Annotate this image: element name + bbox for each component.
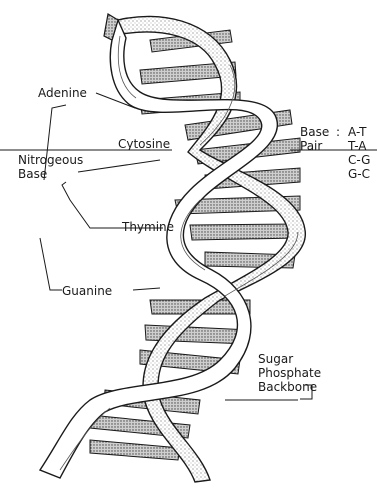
base-pair-ta-label: T-A xyxy=(348,139,367,153)
guanine-label: Guanine xyxy=(62,284,112,298)
backbone-strand-back xyxy=(118,16,305,482)
thymine-label: Thymine xyxy=(122,220,174,234)
adenine-label: Adenine xyxy=(38,86,87,100)
cytosine-label: Cytosine xyxy=(118,137,170,151)
base-pair-cg-label: C-G xyxy=(348,153,370,167)
base-pair-gc-label: G-C xyxy=(348,167,370,181)
base-pair-title-label: Base Pair xyxy=(300,125,329,153)
nitrogeous-base-label: Nitrogeous Base xyxy=(18,153,83,181)
base-pair-colon-label: : xyxy=(336,125,340,139)
sugar-phosphate-backbone-label: Sugar Phosphate Backbone xyxy=(258,352,321,394)
base-pair-at-label: A-T xyxy=(348,125,367,139)
